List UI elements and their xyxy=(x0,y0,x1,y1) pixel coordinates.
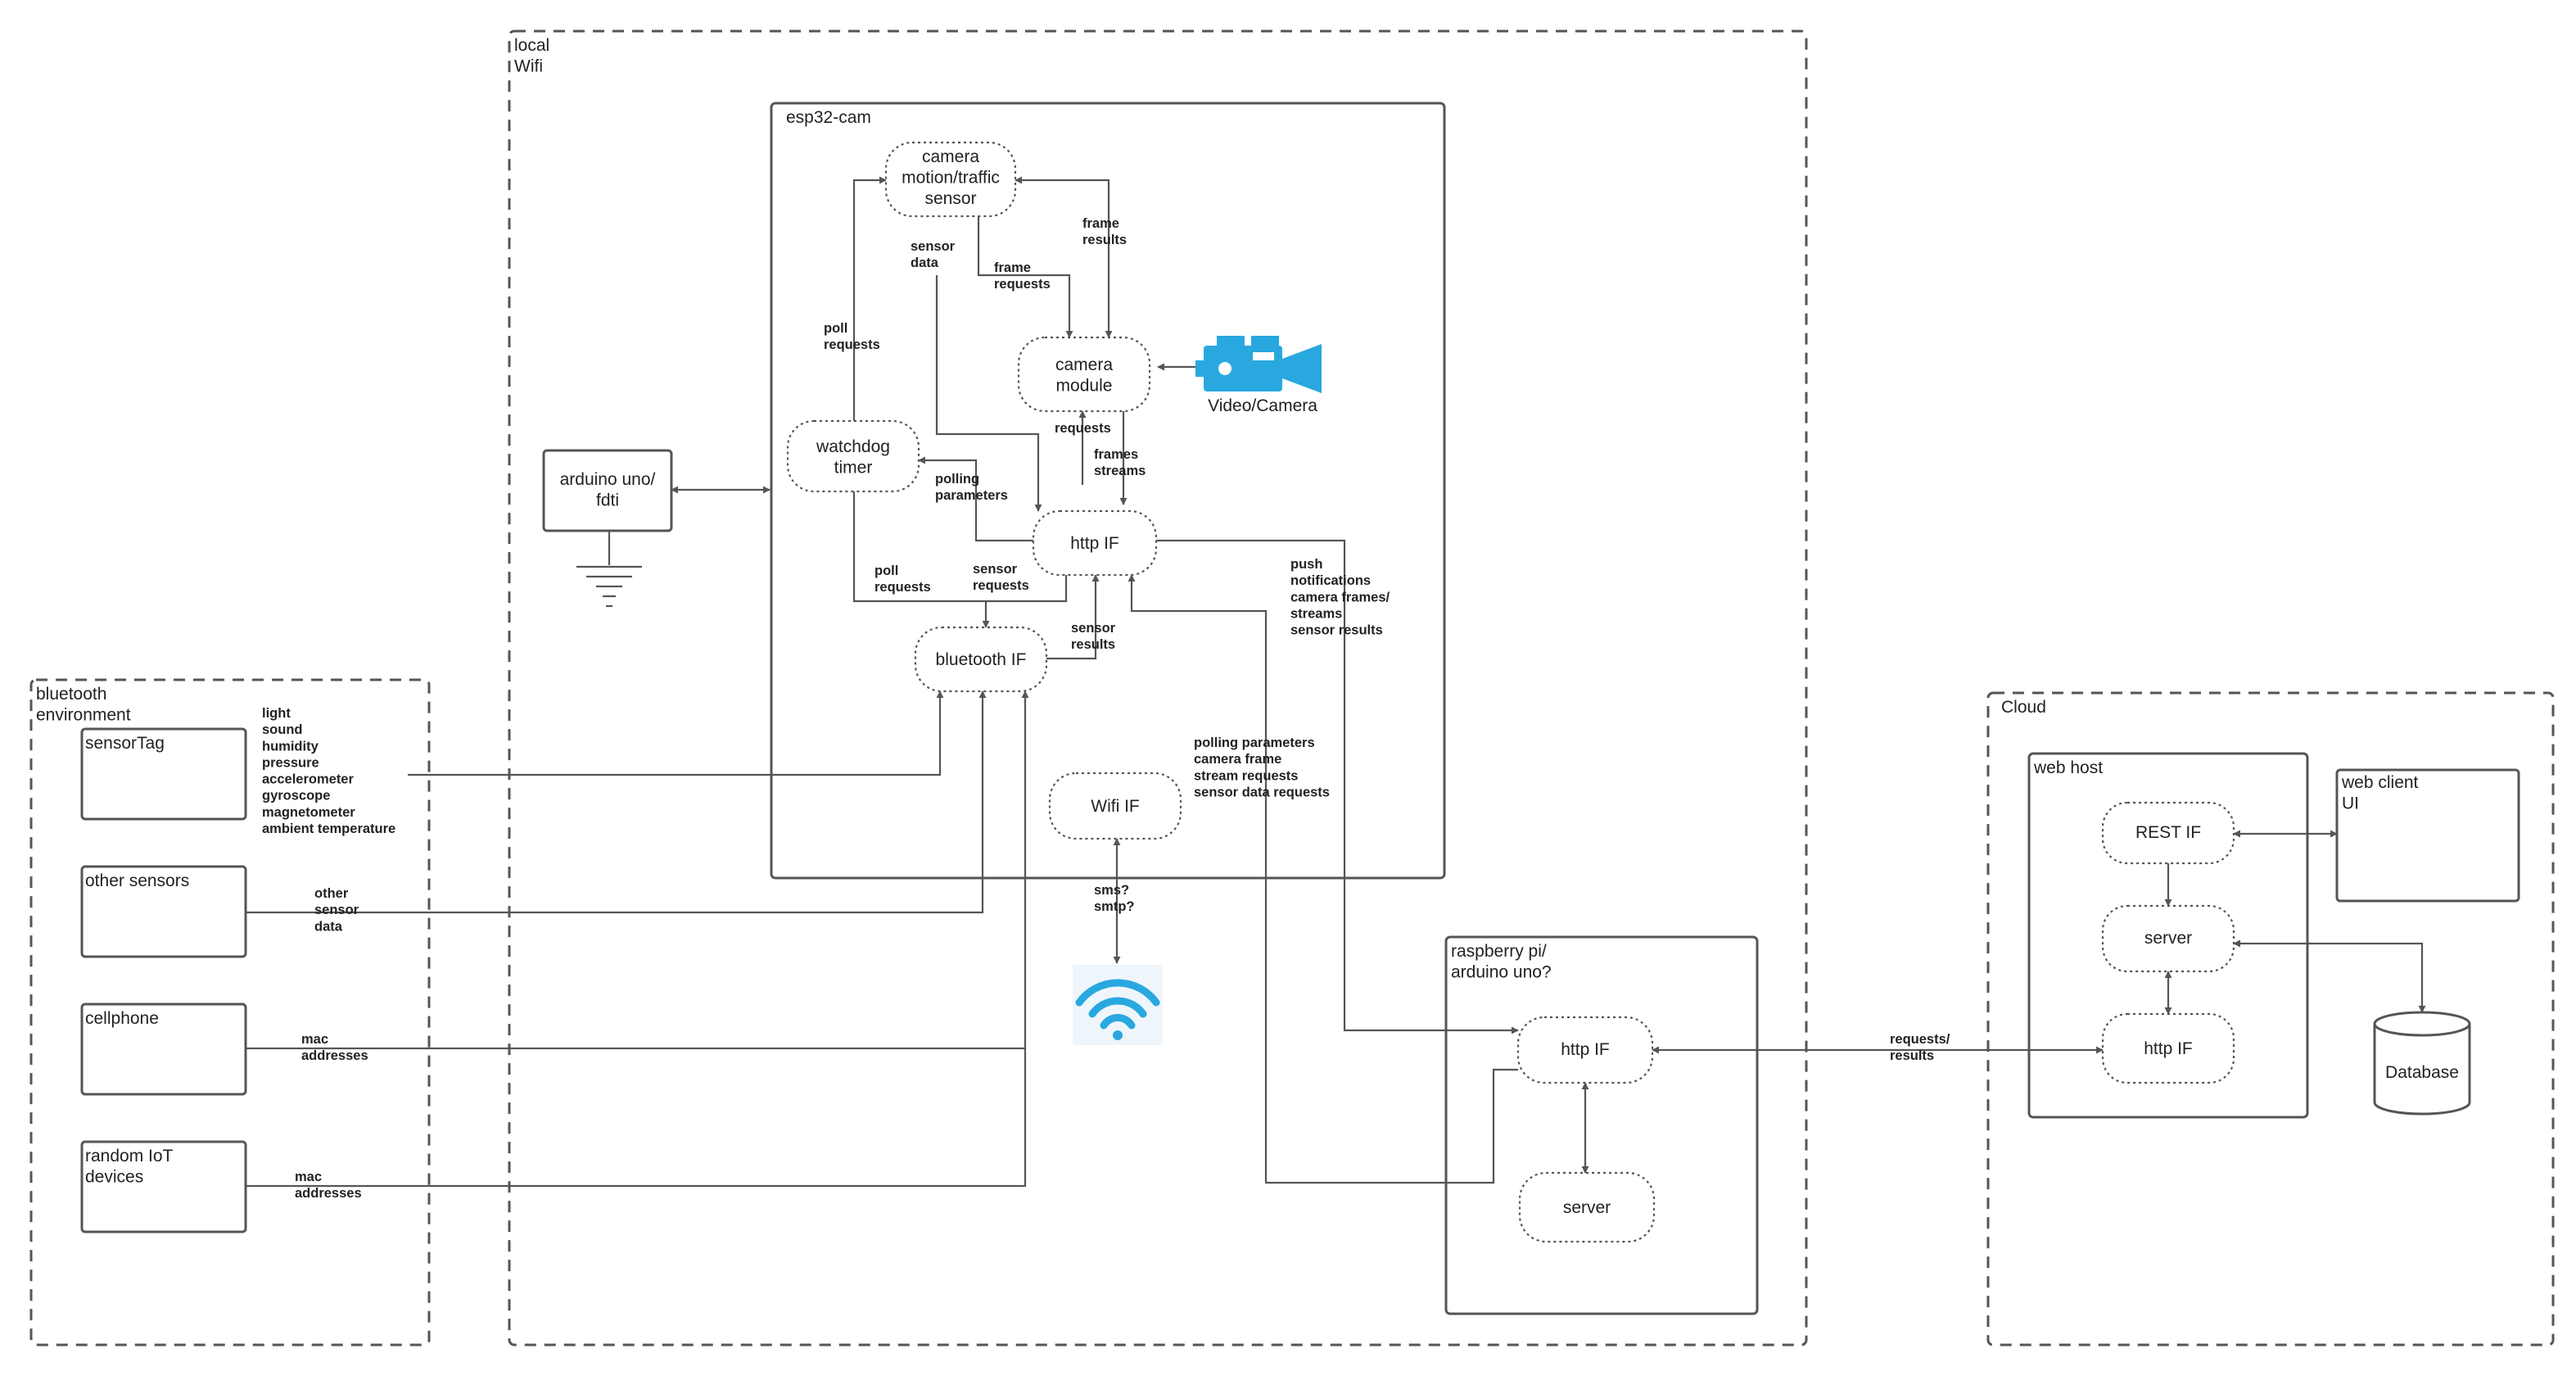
database-label: Database xyxy=(2385,1063,2459,1082)
edge-watchdog-poll-down xyxy=(852,491,990,628)
edge-watchdog-poll-up xyxy=(852,176,887,421)
database-node[interactable]: Database xyxy=(2373,1011,2471,1116)
cellphone-node[interactable]: cellphone xyxy=(80,1003,247,1096)
http-if-cloud-node[interactable]: http IF xyxy=(2101,1012,2235,1084)
http-if-esp-node[interactable]: http IF xyxy=(1032,509,1158,577)
edge-push-notifications xyxy=(1156,539,1519,1034)
cloud-group xyxy=(1986,691,2555,1347)
edge-camera-module-to-sensor xyxy=(1015,176,1113,338)
esp32-cam-title: esp32-cam xyxy=(786,108,871,127)
bluetooth-if-node[interactable]: bluetooth IF xyxy=(914,626,1048,693)
wifi-if-label: Wifi IF xyxy=(1091,797,1139,816)
local-wifi-group xyxy=(508,29,1808,1347)
bluetooth-if-label: bluetooth IF xyxy=(936,650,1027,669)
label-sms-smtp: sms?smtp? xyxy=(1094,883,1135,914)
edge-sensor-data-to-http xyxy=(935,275,1042,512)
edge-iot-to-bluetooth xyxy=(246,1048,1027,1188)
server-pi-label: server xyxy=(1563,1198,1611,1217)
web-host-title: web host xyxy=(2033,758,2103,777)
raspberry-pi-title: raspberry pi/arduino uno? xyxy=(1451,942,1552,982)
http-if-cloud-label: http IF xyxy=(2144,1039,2193,1058)
sensortag-node[interactable]: sensorTag xyxy=(80,727,247,821)
ground-icon xyxy=(576,565,642,608)
cloud-title: Cloud xyxy=(2001,698,2046,717)
edge-polling-parameters xyxy=(918,456,1033,542)
edge-sensor-results xyxy=(1046,574,1100,660)
other-sensors-node[interactable]: other sensors xyxy=(80,865,247,958)
edge-other-sensors-to-bluetooth xyxy=(246,690,987,914)
rest-if-label: REST IF xyxy=(2135,823,2201,842)
server-pi-node[interactable]: server xyxy=(1518,1171,1656,1243)
cellphone-label: cellphone xyxy=(85,1009,159,1028)
other-sensors-label: other sensors xyxy=(85,871,189,890)
arduino-label: arduino uno/fdti xyxy=(560,470,656,510)
wifi-if-node[interactable]: Wifi IF xyxy=(1048,772,1182,840)
edge-http-sensor-requests xyxy=(986,568,1068,603)
http-if-pi-node[interactable]: http IF xyxy=(1516,1016,1654,1084)
http-if-esp-label: http IF xyxy=(1070,534,1119,553)
edge-polling-to-http xyxy=(1128,574,1518,1184)
rest-if-node[interactable]: REST IF xyxy=(2101,801,2235,865)
server-cloud-node[interactable]: server xyxy=(2101,904,2235,973)
http-if-pi-label: http IF xyxy=(1561,1040,1610,1059)
wifi-icon xyxy=(1073,965,1163,1045)
arduino-node[interactable]: arduino uno/fdti xyxy=(542,449,673,532)
sensortag-label: sensorTag xyxy=(85,734,165,753)
edge-sensortag-to-bluetooth xyxy=(408,690,944,776)
label-requests-results: requests/results xyxy=(1890,1032,1950,1063)
video-camera-label: Video/Camera xyxy=(1208,396,1317,415)
video-camera-icon xyxy=(1195,336,1322,393)
edges xyxy=(246,176,2426,1188)
server-cloud-label: server xyxy=(2144,929,2192,948)
edge-database-to-server xyxy=(2233,939,2426,1013)
label-requests: requests xyxy=(1055,421,1111,436)
